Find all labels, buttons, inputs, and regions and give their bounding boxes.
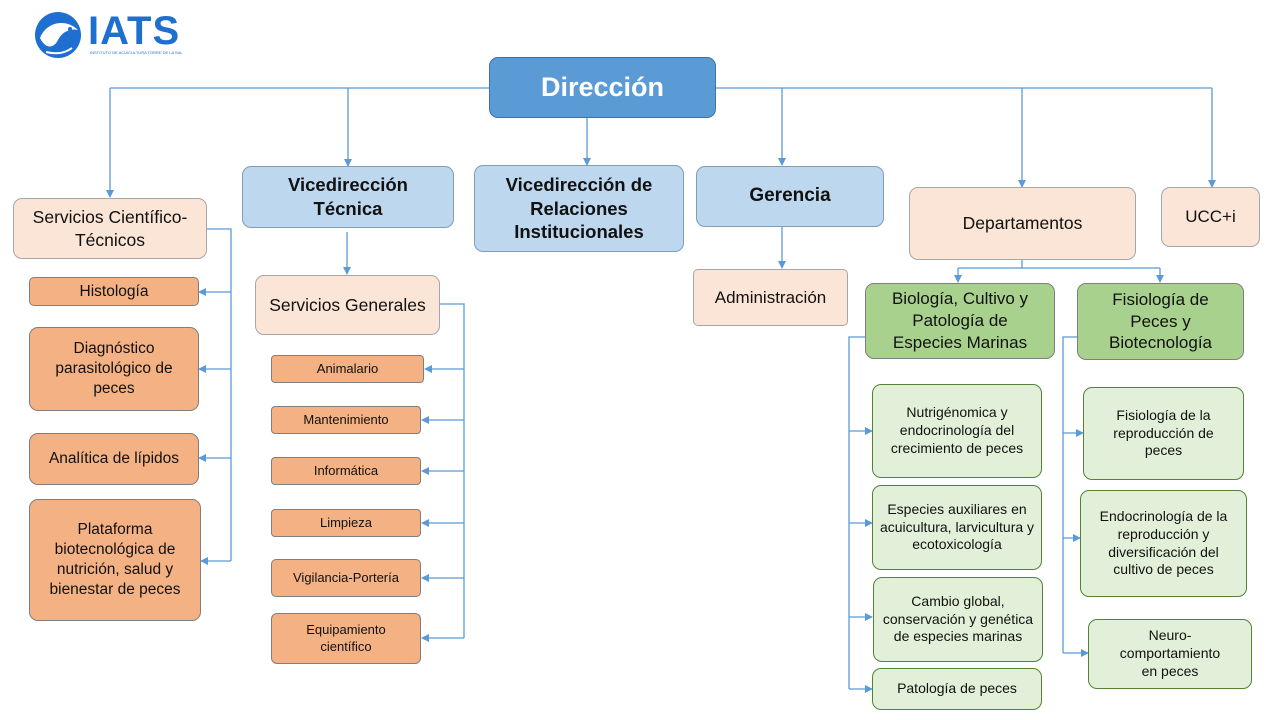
- especies-auxiliares-label: Especies auxiliares en acuicultura, larv…: [879, 500, 1035, 553]
- patologia-box: Patología de peces: [872, 668, 1042, 710]
- vigilancia-label: Vigilancia-Portería: [293, 569, 399, 585]
- patologia-label: Patología de peces: [897, 680, 1017, 697]
- equipamiento-box: Equipamiento científico: [271, 613, 421, 664]
- vice-tecnica-box: Vicedirección Técnica: [242, 166, 454, 228]
- endocrinologia-label: Endocrinología de la reproducción y dive…: [1099, 507, 1228, 578]
- fish-logo-icon: [35, 12, 81, 58]
- analitica-box: Analítica de lípidos: [29, 433, 199, 485]
- vice-relaciones-box: Vicedirección de Relaciones Instituciona…: [474, 165, 684, 252]
- nutrigenomica-label: Nutrigénomica y endocrinología del creci…: [890, 404, 1024, 456]
- ucc-box: UCC+i: [1161, 187, 1260, 247]
- limpieza-box: Limpieza: [271, 509, 421, 537]
- neuro-label: Neuro-comportamiento en peces: [1119, 627, 1221, 679]
- biologia-label: Biología, Cultivo y Patología de Especie…: [891, 289, 1029, 352]
- informatica-label: Informática: [313, 462, 379, 478]
- plataforma-box: Plataforma biotecnológica de nutrición, …: [29, 499, 201, 621]
- direccion-label: Dirección: [540, 72, 665, 103]
- limpieza-label: Limpieza: [319, 514, 373, 530]
- sg-bracket: [440, 303, 465, 638]
- servicios-generales-label: Servicios Generales: [269, 294, 426, 315]
- fisiologia-reproduccion-box: Fisiología de la reproducción de peces: [1083, 387, 1244, 480]
- especies-auxiliares-box: Especies auxiliares en acuicultura, larv…: [872, 485, 1042, 570]
- histologia-label: Histología: [79, 282, 149, 300]
- dept-split-line: [958, 260, 1023, 269]
- biologia-bracket: [848, 336, 865, 689]
- biologia-box: Biología, Cultivo y Patología de Especie…: [865, 283, 1055, 359]
- fisiologia-label: Fisiología de Peces y Biotecnología: [1108, 289, 1213, 353]
- nutrigenomica-box: Nutrigénomica y endocrinología del creci…: [872, 384, 1042, 478]
- direccion-box: Dirección: [489, 57, 716, 118]
- gerencia-box: Gerencia: [696, 166, 884, 227]
- diagnostico-box: Diagnóstico parasitológico de peces: [29, 327, 199, 411]
- vice-relaciones-label: Vicedirección de Relaciones Instituciona…: [505, 173, 653, 243]
- vice-tecnica-label: Vicedirección Técnica: [288, 174, 408, 219]
- logo-text: IATS: [88, 9, 181, 53]
- fisiologia-reproduccion-label: Fisiología de la reproducción de peces: [1113, 406, 1214, 459]
- plataforma-label: Plataforma biotecnológica de nutrición, …: [49, 521, 181, 598]
- cambio-global-label: Cambio global, conservación y genética d…: [882, 592, 1034, 645]
- neuro-box: Neuro-comportamiento en peces: [1088, 619, 1252, 689]
- diagnostico-label: Diagnóstico parasitológico de peces: [55, 340, 173, 397]
- departamentos-label: Departamentos: [962, 213, 1083, 234]
- mantenimiento-label: Mantenimiento: [303, 411, 389, 427]
- servicios-cientificos-box: Servicios Científico-Técnicos: [13, 198, 207, 259]
- animalario-box: Animalario: [271, 355, 424, 383]
- equipamiento-label: Equipamiento científico: [306, 621, 386, 654]
- endocrinologia-box: Endocrinología de la reproducción y dive…: [1080, 490, 1247, 597]
- sct-bracket: [207, 228, 232, 561]
- vigilancia-box: Vigilancia-Portería: [271, 559, 421, 597]
- informatica-box: Informática: [271, 457, 421, 485]
- fisiologia-bracket: [1062, 336, 1077, 653]
- fisiologia-box: Fisiología de Peces y Biotecnología: [1077, 283, 1244, 360]
- histologia-box: Histología: [29, 277, 199, 306]
- gerencia-label: Gerencia: [749, 185, 831, 207]
- departamentos-box: Departamentos: [909, 187, 1136, 260]
- administracion-label: Administración: [714, 287, 827, 307]
- ucc-label: UCC+i: [1185, 207, 1236, 227]
- administracion-box: Administración: [693, 269, 848, 326]
- servicios-generales-box: Servicios Generales: [255, 275, 440, 335]
- mantenimiento-box: Mantenimiento: [271, 406, 421, 434]
- analitica-label: Analítica de lípidos: [48, 450, 180, 468]
- iats-logo: IATS INSTITUTO DE ACUICULTURA TORRE DE L…: [32, 8, 192, 60]
- cambio-global-box: Cambio global, conservación y genética d…: [873, 577, 1043, 662]
- servicios-cientificos-label: Servicios Científico-Técnicos: [32, 207, 188, 250]
- animalario-label: Animalario: [316, 360, 379, 376]
- logo-subtitle: INSTITUTO DE ACUICULTURA TORRE DE LA SAL: [90, 50, 183, 55]
